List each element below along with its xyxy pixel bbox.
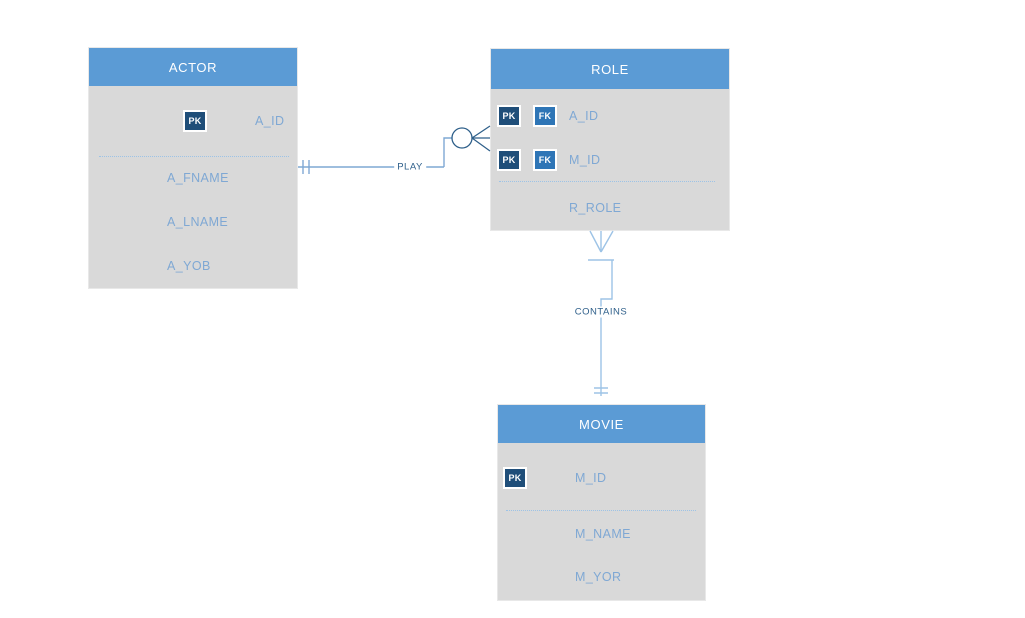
contains-movie-cardinality-one-and-only-one (594, 387, 608, 394)
pk-badge: PK (497, 105, 521, 127)
attribute-label-a-yob: A_YOB (167, 259, 211, 273)
pk-badge: PK (183, 110, 207, 132)
attribute-row-a-fname[interactable]: A_FNAME (89, 165, 297, 191)
attribute-label-m-name: M_NAME (575, 527, 631, 541)
fk-badge: FK (533, 105, 557, 127)
relationship-label-play: PLAY (394, 161, 426, 173)
attribute-row-a-yob[interactable]: A_YOB (89, 253, 297, 279)
contains-role-cardinality-many-crowsfoot (589, 230, 614, 253)
attribute-row-m-yor[interactable]: M_YOR (498, 564, 705, 590)
play-connector-jog (443, 137, 452, 167)
entity-actor[interactable]: ACTOR PK A_ID A_FNAME A_LNAME A_YOB (88, 47, 298, 289)
play-role-cardinality-zero-circle (451, 127, 473, 149)
entity-movie-title: MOVIE (579, 416, 624, 432)
attribute-label-role-m-id: M_ID (569, 153, 601, 167)
attribute-row-a-lname[interactable]: A_LNAME (89, 209, 297, 235)
entity-role[interactable]: ROLE PK FK A_ID PK FK M_ID R_ROLE (490, 48, 730, 231)
role-key-separator (499, 181, 715, 182)
entity-actor-header: ACTOR (89, 48, 297, 86)
attribute-label-a-id: A_ID (255, 114, 285, 128)
play-role-cardinality-many-crowsfoot (471, 125, 491, 152)
pk-badge: PK (503, 467, 527, 489)
attribute-label-r-role: R_ROLE (569, 201, 622, 215)
attribute-row-movie-m-id[interactable]: PK M_ID (498, 465, 705, 491)
entity-movie[interactable]: MOVIE PK M_ID M_NAME M_YOR (497, 404, 706, 601)
attribute-label-movie-m-id: M_ID (575, 471, 607, 485)
attribute-label-role-a-id: A_ID (569, 109, 599, 123)
entity-actor-title: ACTOR (168, 59, 218, 75)
attribute-label-a-lname: A_LNAME (167, 215, 229, 229)
entity-role-header: ROLE (491, 49, 729, 89)
entity-role-title: ROLE (591, 61, 629, 77)
contains-connector-line (600, 260, 613, 396)
attribute-row-a-id[interactable]: PK A_ID (89, 108, 297, 134)
entity-movie-header: MOVIE (498, 405, 705, 443)
attribute-row-r-role[interactable]: R_ROLE (491, 195, 729, 221)
play-actor-cardinality-one-and-only-one (302, 160, 310, 174)
attribute-row-m-name[interactable]: M_NAME (498, 521, 705, 547)
attribute-row-role-m-id[interactable]: PK FK M_ID (491, 147, 729, 173)
pk-badge: PK (497, 149, 521, 171)
actor-key-separator (99, 156, 289, 157)
fk-badge: FK (533, 149, 557, 171)
attribute-row-role-a-id[interactable]: PK FK A_ID (491, 103, 729, 129)
relationship-label-contains: CONTAINS (571, 306, 631, 318)
attribute-label-a-fname: A_FNAME (167, 171, 229, 185)
movie-key-separator (506, 510, 696, 511)
attribute-label-m-yor: M_YOR (575, 570, 622, 584)
